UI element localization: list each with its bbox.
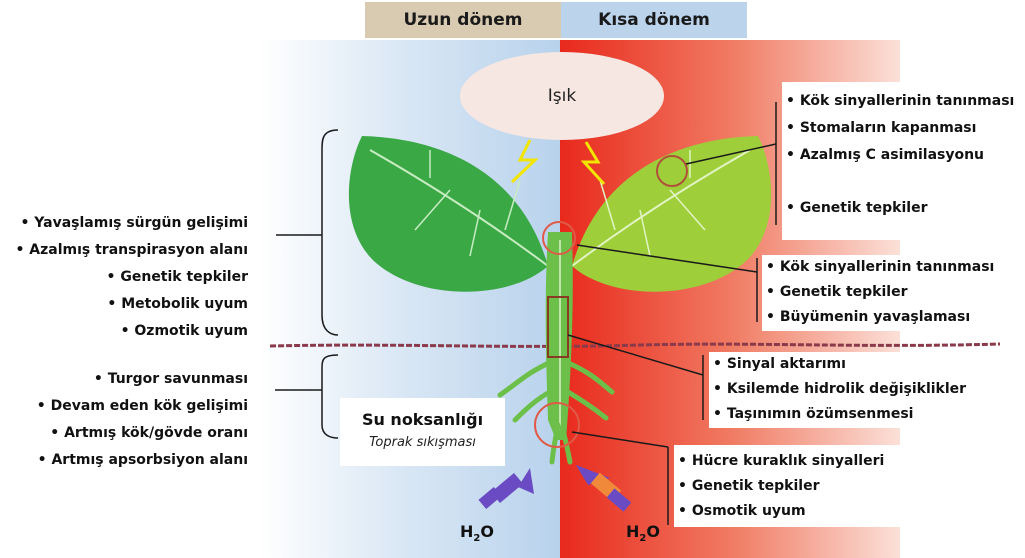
list-item: Azalmış transpirasyon alanı xyxy=(4,237,248,264)
list-item: Kök sinyallerinin tanınması xyxy=(786,88,1022,115)
list-item: Osmotik uyum xyxy=(678,499,906,524)
list-item: Hücre kuraklık sinyalleri xyxy=(678,449,906,474)
list-item: Genetik tepkiler xyxy=(4,264,248,291)
soil-compaction-subtitle: Toprak sıkışması xyxy=(340,435,505,450)
water-label-left: H2O xyxy=(460,522,494,544)
list-item: Genetik tepkiler xyxy=(786,195,1022,222)
list-item: Stomaların kapanması xyxy=(786,115,1022,142)
list-item: Büyümenin yavaşlaması xyxy=(766,305,1014,330)
list-item: Ksilemde hidrolik değişiklikler xyxy=(713,377,981,402)
water-deficit-title: Su noksanlığı xyxy=(340,410,505,429)
list-item: Turgor savunması xyxy=(10,366,248,393)
list-item: Artmış kök/gövde oranı xyxy=(10,420,248,447)
list-item: Metobolik uyum xyxy=(4,291,248,318)
list-item: Azalmış C asimilasyonu xyxy=(786,142,1022,169)
list-item: Yavaşlamış sürgün gelişimi xyxy=(4,210,248,237)
water-deficit-label: Su noksanlığı Toprak sıkışması xyxy=(340,398,505,466)
water-label-right: H2O xyxy=(626,522,660,544)
right-xylem-list: Sinyal aktarımı Ksilemde hidrolik değişi… xyxy=(709,352,981,428)
left-upper-list: Yavaşlamış sürgün gelişimi Azalmış trans… xyxy=(4,210,248,345)
right-leaf-list: Kök sinyallerinin tanınması Stomaların k… xyxy=(782,82,1022,240)
light-label: Işık xyxy=(548,86,576,106)
list-item: Artmış apsorbsiyon alanı xyxy=(10,447,248,474)
soil-line xyxy=(270,344,1000,346)
long-term-header: Uzun dönem xyxy=(365,2,561,38)
list-item: Kök sinyallerinin tanınması xyxy=(766,255,1014,280)
list-item: Genetik tepkiler xyxy=(678,474,906,499)
short-term-header: Kısa dönem xyxy=(561,2,747,38)
light-ellipse: Işık xyxy=(460,52,664,140)
list-item: Taşınımın özümsenmesi xyxy=(713,402,981,427)
left-lower-list: Turgor savunması Devam eden kök gelişimi… xyxy=(10,366,248,474)
list-item: Sinyal aktarımı xyxy=(713,352,981,377)
list-item: Genetik tepkiler xyxy=(766,280,1014,305)
list-item: Ozmotik uyum xyxy=(4,318,248,345)
right-root-list: Hücre kuraklık sinyalleri Genetik tepkil… xyxy=(674,445,906,527)
list-item: Devam eden kök gelişimi xyxy=(10,393,248,420)
right-stem-list: Kök sinyallerinin tanınması Genetik tepk… xyxy=(762,255,1014,331)
